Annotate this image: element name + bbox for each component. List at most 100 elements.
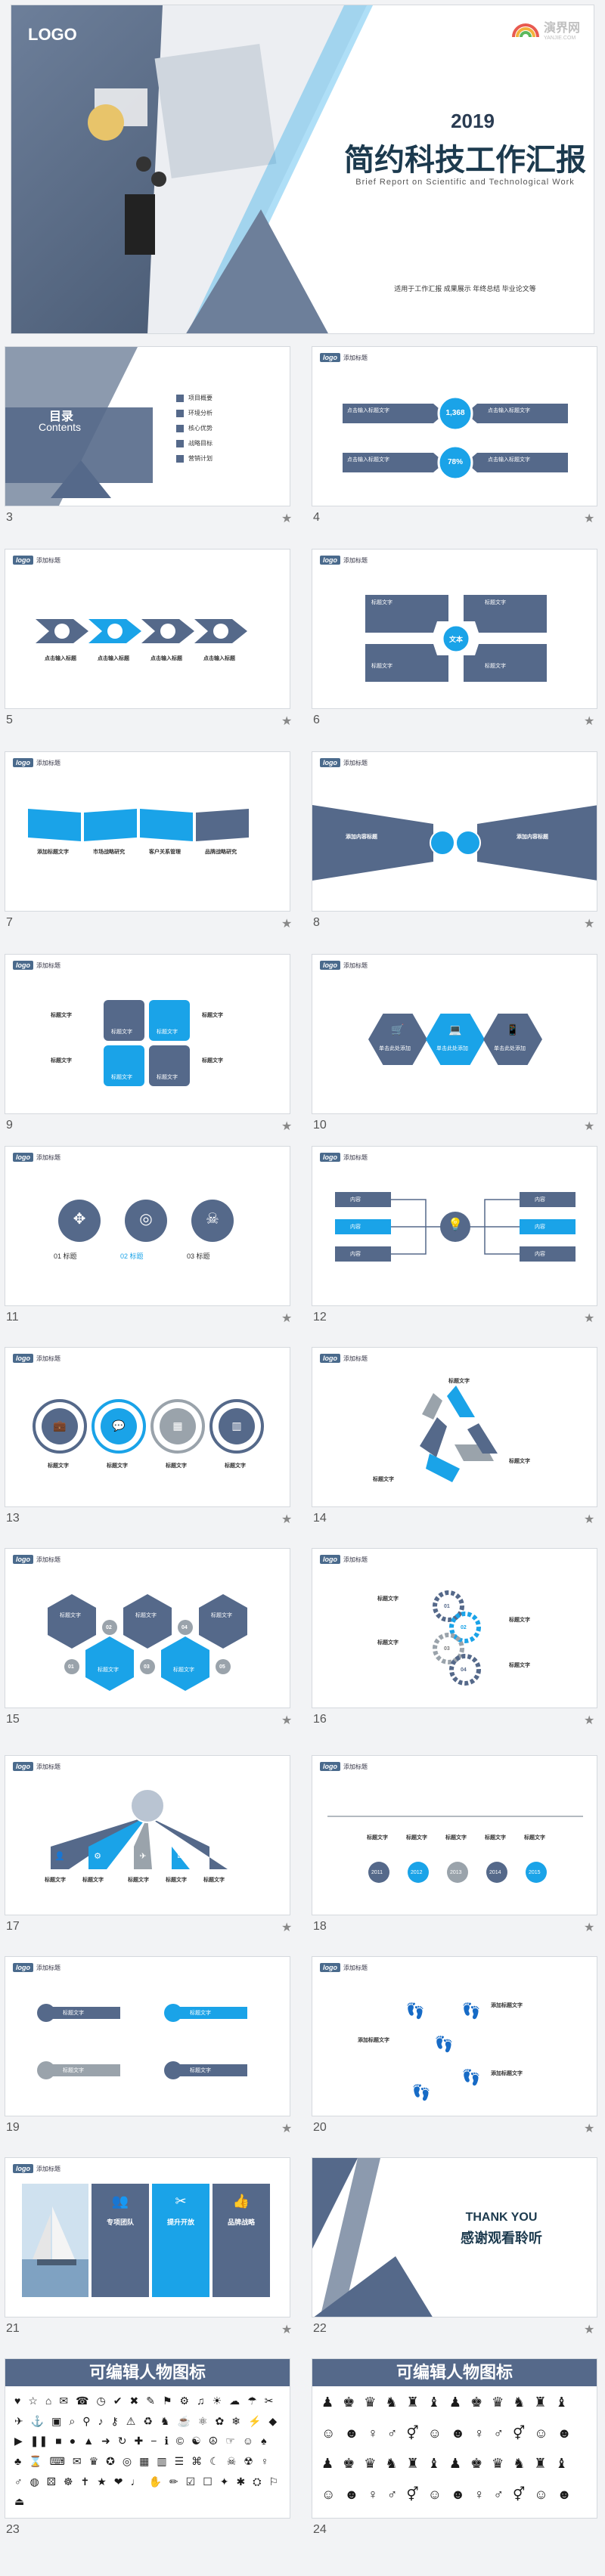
label-bar [51,2064,120,2076]
star-icon[interactable]: ★ [584,1714,595,1727]
person-icon: ♝ [555,2395,568,2410]
star-icon[interactable]: ★ [281,1312,293,1325]
hex-label: 标题文字 [98,1667,119,1673]
slide-24[interactable]: 可编辑人物图标 ♟♚♛♞♜♝♟♚♛♞♜♝ ☺☻♀♂⚥☺☻♀♂⚥☺☻ ♟♚♛♞♜♝… [312,2358,597,2519]
circle-label: 标题文字 [225,1463,246,1469]
quad-tile [149,1045,190,1086]
toc-item[interactable]: 战略目标 [176,439,213,447]
toc-item[interactable]: 营销计划 [176,454,213,463]
cover-slide[interactable]: LOGO 演界网 YANJIE.COM 2019 简约科技工作汇报 Brief … [11,5,594,334]
star-icon[interactable]: ★ [584,1921,595,1934]
person-icon: ♟ [321,2456,334,2471]
toc-item[interactable]: 核心优势 [176,424,213,432]
twitter-icon: ✉ [177,1852,185,1861]
slide-3[interactable]: 目录 Contents 项目概要 环境分析 核心优势 战略目标 营销计划 [5,346,290,506]
cross2-icon: ✝ [80,2475,90,2488]
num-dot [102,1620,117,1635]
star-icon[interactable]: ★ [281,2122,293,2135]
gear-label: 标题文字 [377,1640,399,1646]
header-logo: logo [13,1762,33,1771]
star-icon[interactable]: ★ [281,1120,293,1133]
star-icon[interactable]: ★ [281,715,293,728]
toc-graphic [5,347,153,506]
briefcase-icon: 💼 [53,1420,67,1432]
toc-item[interactable]: 项目概要 [176,394,213,402]
num-dot [216,1659,231,1674]
toc-item[interactable]: 环境分析 [176,409,213,417]
female-icon: ♀ [260,2454,269,2467]
rainbow-logo-icon [511,23,539,37]
slide-23[interactable]: 可编辑人物图标 ♥☆⌂✉☎◷✔✖✎⚑⚙♫☀☁☂✂ ✈⚓▣⌕⚲♪⚷⚠♻♞☕⚛✿❄⚡… [5,2358,290,2519]
icon-circle [191,1200,234,1242]
dot-number: 03 [144,1664,150,1670]
cover-subtitle: Brief Report on Scientific and Technolog… [355,178,575,187]
pin-icon: ⚲ [82,2414,91,2427]
star-icon[interactable]: ★ [584,512,595,525]
cross-blocks [365,595,547,682]
arrow-icon: ➜ [101,2435,110,2448]
star-icon[interactable]: ★ [584,1120,595,1133]
thumbs-up-icon: 👍 [232,2194,250,2209]
star-icon[interactable]: ★ [281,1921,293,1934]
slide-number: 16 [313,1713,327,1726]
flag-icon: ⚑ [162,2395,172,2407]
male-icon: ♂ [14,2475,23,2488]
star-icon[interactable]: ★ [281,918,293,930]
star-icon[interactable]: ★ [584,918,595,930]
cogs-icon: ⛭ [253,2475,262,2488]
chart-icon: ▥ [231,1420,242,1432]
medal-icon: ✪ [106,2454,115,2467]
spade-icon: ♠ [261,2435,267,2448]
star-icon[interactable]: ★ [281,512,293,525]
bar-label: 标题文字 [190,2068,211,2073]
star-icon[interactable]: ★ [584,1312,595,1325]
star-icon[interactable]: ★ [584,2122,595,2135]
star-icon[interactable]: ★ [584,1513,595,1526]
mail-icon: ✉ [59,2395,69,2407]
peace-icon: ☮ [208,2435,219,2448]
slide-22[interactable]: THANK YOU 感谢观看聆听 [312,2157,597,2317]
sailboat-photo [22,2184,88,2297]
stat-value-2: 78% [447,458,463,466]
wave-circles [33,1399,264,1454]
star-outline-icon: ☆ [28,2395,38,2407]
star-icon[interactable]: ★ [281,1714,293,1727]
dot-number: 04 [182,1625,188,1630]
person-icon-grid: ♟♚♛♞♜♝♟♚♛♞♜♝ ☺☻♀♂⚥☺☻♀♂⚥☺☻ ♟♚♛♞♜♝♟♚♛♞♜♝ ☺… [321,2395,588,2512]
recycle-icon: ♻ [143,2414,153,2427]
chess-icon: ♞ [160,2414,170,2427]
toc-bullet-icon [176,439,184,447]
panel-label: 客户关系管理 [149,850,181,855]
star-icon[interactable]: ★ [281,1513,293,1526]
hex-label: 单击此处添加 [379,1046,411,1051]
star-icon[interactable]: ★ [281,2324,293,2336]
star-icon[interactable]: ★ [584,715,595,728]
person-icon: ♞ [385,2395,398,2410]
hourglass-icon: ⌛ [29,2454,42,2467]
bar-label: 内容 [535,1225,545,1230]
header-title: 添加标题 [36,1153,60,1161]
star-icon[interactable]: ★ [584,2324,595,2336]
